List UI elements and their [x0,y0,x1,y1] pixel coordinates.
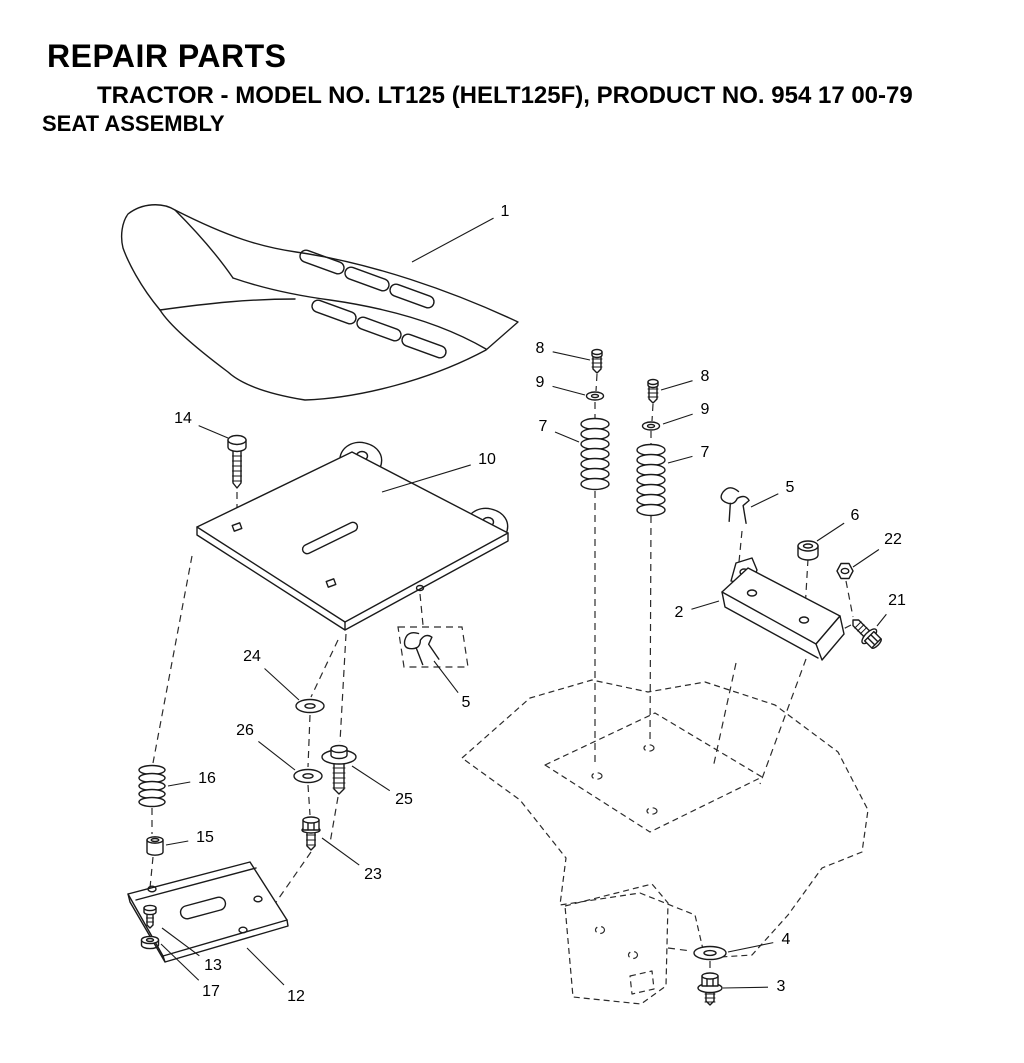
part-screw-8-left [591,348,603,374]
part-callout-7: 7 [701,444,710,461]
part-screw-25 [321,744,357,795]
part-callout-12: 12 [287,988,305,1005]
part-callout-22: 22 [884,531,902,548]
model-subtitle: TRACTOR - MODEL NO. LT125 (HELT125F), PR… [97,82,913,109]
part-callout-15: 15 [196,829,214,846]
part-bolt-14 [227,434,247,489]
leader-line-21 [876,613,887,627]
leader-line-5 [750,493,779,508]
leader-line-16 [167,781,191,787]
leader-line-9 [552,385,586,396]
part-clip-5-middle [403,632,440,666]
leader-line-15 [165,840,189,846]
leader-line-2 [691,600,720,610]
part-callout-23: 23 [364,866,382,883]
part-bolt-3 [697,972,723,1006]
part-callout-8: 8 [701,368,710,385]
page-title: REPAIR PARTS [47,38,287,74]
part-washer-4 [693,945,727,961]
part-washer-9-right [641,421,661,431]
leader-line-3 [722,986,769,989]
part-callout-5: 5 [786,479,795,496]
part-callout-21: 21 [888,592,906,609]
part-callout-8: 8 [536,340,545,357]
part-bushing-15 [146,836,164,856]
part-callout-17: 17 [202,983,220,1000]
part-bracket-2 [721,557,845,661]
leader-line-17 [160,943,200,981]
part-callout-25: 25 [395,791,413,808]
part-callout-10: 10 [478,451,496,468]
part-screw-13 [143,904,157,929]
part-callout-24: 24 [243,648,261,665]
callout-layer: 1 14 10 8 9 7 8 9 7 5 6 22 21 2 24 26 25 5 16 15 23 13 17 12 4 3 [160,203,906,1005]
part-callout-6: 6 [851,507,860,524]
leader-line-25 [351,765,391,792]
leader-line-24 [264,668,300,701]
leader-line-26 [258,741,296,771]
leader-line-8 [552,351,591,361]
part-nut-17 [140,935,160,950]
part-nut-22 [836,562,854,580]
leader-line-13 [161,927,200,957]
leader-line-1 [411,217,494,263]
part-spring-7-left [580,417,610,491]
part-washer-24 [295,698,325,714]
part-callout-9: 9 [536,374,545,391]
part-callout-2: 2 [675,604,684,621]
part-callout-9: 9 [701,401,710,418]
part-bolt-21 [852,619,882,649]
part-screw-8-right [647,378,659,404]
part-callout-1: 1 [501,203,510,220]
leader-line-23 [321,837,360,866]
part-spring-16 [138,764,166,808]
leader-line-12 [246,947,285,986]
part-seat [120,204,519,401]
part-spring-7-right [636,443,666,517]
part-callout-4: 4 [782,931,791,948]
part-bolt-23 [301,816,321,851]
section-title: SEAT ASSEMBLY [42,111,225,136]
part-callout-13: 13 [204,957,222,974]
part-callout-14: 14 [174,410,192,427]
leader-line-22 [852,549,880,568]
part-callout-16: 16 [198,770,216,787]
leader-line-5 [433,660,459,693]
part-seat-pan [196,441,509,631]
part-callout-5: 5 [462,694,471,711]
part-callout-26: 26 [236,722,254,739]
leader-line-4 [727,942,774,953]
leader-line-9 [662,413,693,425]
leader-line-10 [381,464,471,493]
leader-line-6 [816,522,845,542]
ghost-fender-outline [461,679,869,1005]
part-callout-7: 7 [539,418,548,435]
part-washer-9-left [585,391,605,401]
part-callout-3: 3 [777,978,786,995]
part-washer-26 [293,768,323,784]
part-clip-5-right [720,487,750,525]
leader-line-7 [554,431,580,443]
part-nut-6 [797,540,819,561]
leader-line-8 [660,380,693,391]
leader-line-14 [198,425,229,439]
leader-line-7 [667,455,693,464]
